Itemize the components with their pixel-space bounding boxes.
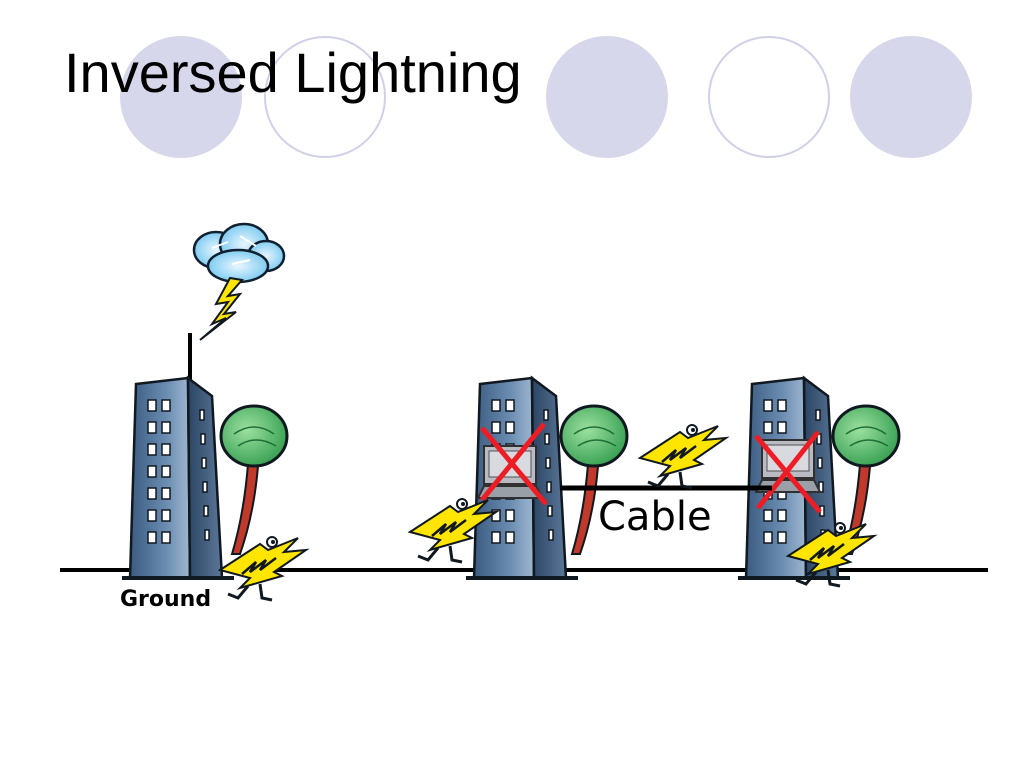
lightning-creature-icon [638,423,728,490]
cable-label: Cable [598,494,712,540]
cloud-icon [192,222,286,284]
decor-circle-4 [708,36,830,158]
decor-circle-1 [120,36,242,158]
slide-title: Inversed Lightning [64,41,522,104]
lightning-bolt-icon [199,276,244,341]
decor-circle-3 [546,36,668,158]
red-x-icon [754,430,822,514]
decor-circle-2 [264,36,386,158]
tree-icon [219,404,289,556]
red-x-icon [480,422,548,506]
decor-circle-5 [850,36,972,158]
building-icon [120,376,236,580]
ground-label: Ground [120,587,211,612]
